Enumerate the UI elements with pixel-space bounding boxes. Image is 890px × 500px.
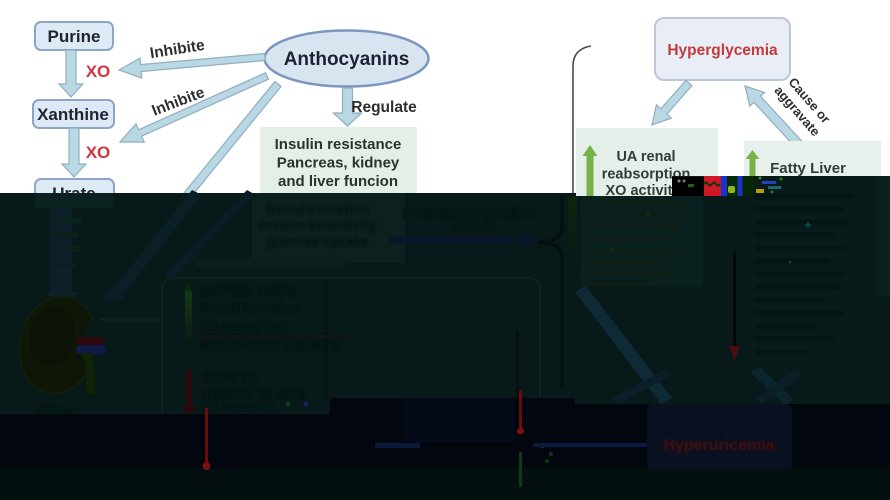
svg-text:Purine: Purine [48,27,101,46]
svg-text:glucose uptake: glucose uptake [267,233,369,249]
svg-text:Pancreas, kidney: Pancreas, kidney [277,155,400,172]
svg-text:reabsorption: reabsorption [602,167,691,183]
svg-text:XO activity: XO activity [606,183,681,199]
svg-text:UA excretion: UA excretion [202,400,276,414]
svg-text:effects: effects [453,220,497,235]
svg-text:Antioxidant capacity: Antioxidant capacity [200,338,342,354]
svg-text:Fatty Liver: Fatty Liver [770,160,846,177]
svg-text:UA resorption: UA resorption [200,318,286,333]
svg-text:and liver funcion: and liver funcion [278,173,398,190]
svg-text:kidney: kidney [37,403,75,417]
svg-text:Hyperuricemia: Hyperuricemia [663,437,774,454]
svg-text:Renal function: Renal function [200,301,301,317]
svg-text:Hyperglycemia: Hyperglycemia [667,42,778,59]
svg-text:OCTN2/ OAT1,: OCTN2/ OAT1, [200,284,299,300]
svg-text:BUN/ Cr: BUN/ Cr [204,369,258,385]
svg-text:insulin sensitivity: insulin sensitivity [259,217,377,233]
svg-text:Xanthine: Xanthine [37,105,109,124]
svg-text:XO: XO [86,62,111,81]
svg-text:XO: XO [86,143,111,162]
svg-text:Renal excretion: Renal excretion [266,201,370,217]
svg-text:Insulin resistance: Insulin resistance [275,136,402,153]
svg-text:Potential regulative: Potential regulative [402,206,536,222]
svg-text:Anthocyanins: Anthocyanins [284,49,410,70]
svg-text:URAT3/ GLUT9: URAT3/ GLUT9 [202,387,305,403]
svg-text:UA renal: UA renal [616,149,675,165]
svg-text:Regulate: Regulate [351,99,417,116]
